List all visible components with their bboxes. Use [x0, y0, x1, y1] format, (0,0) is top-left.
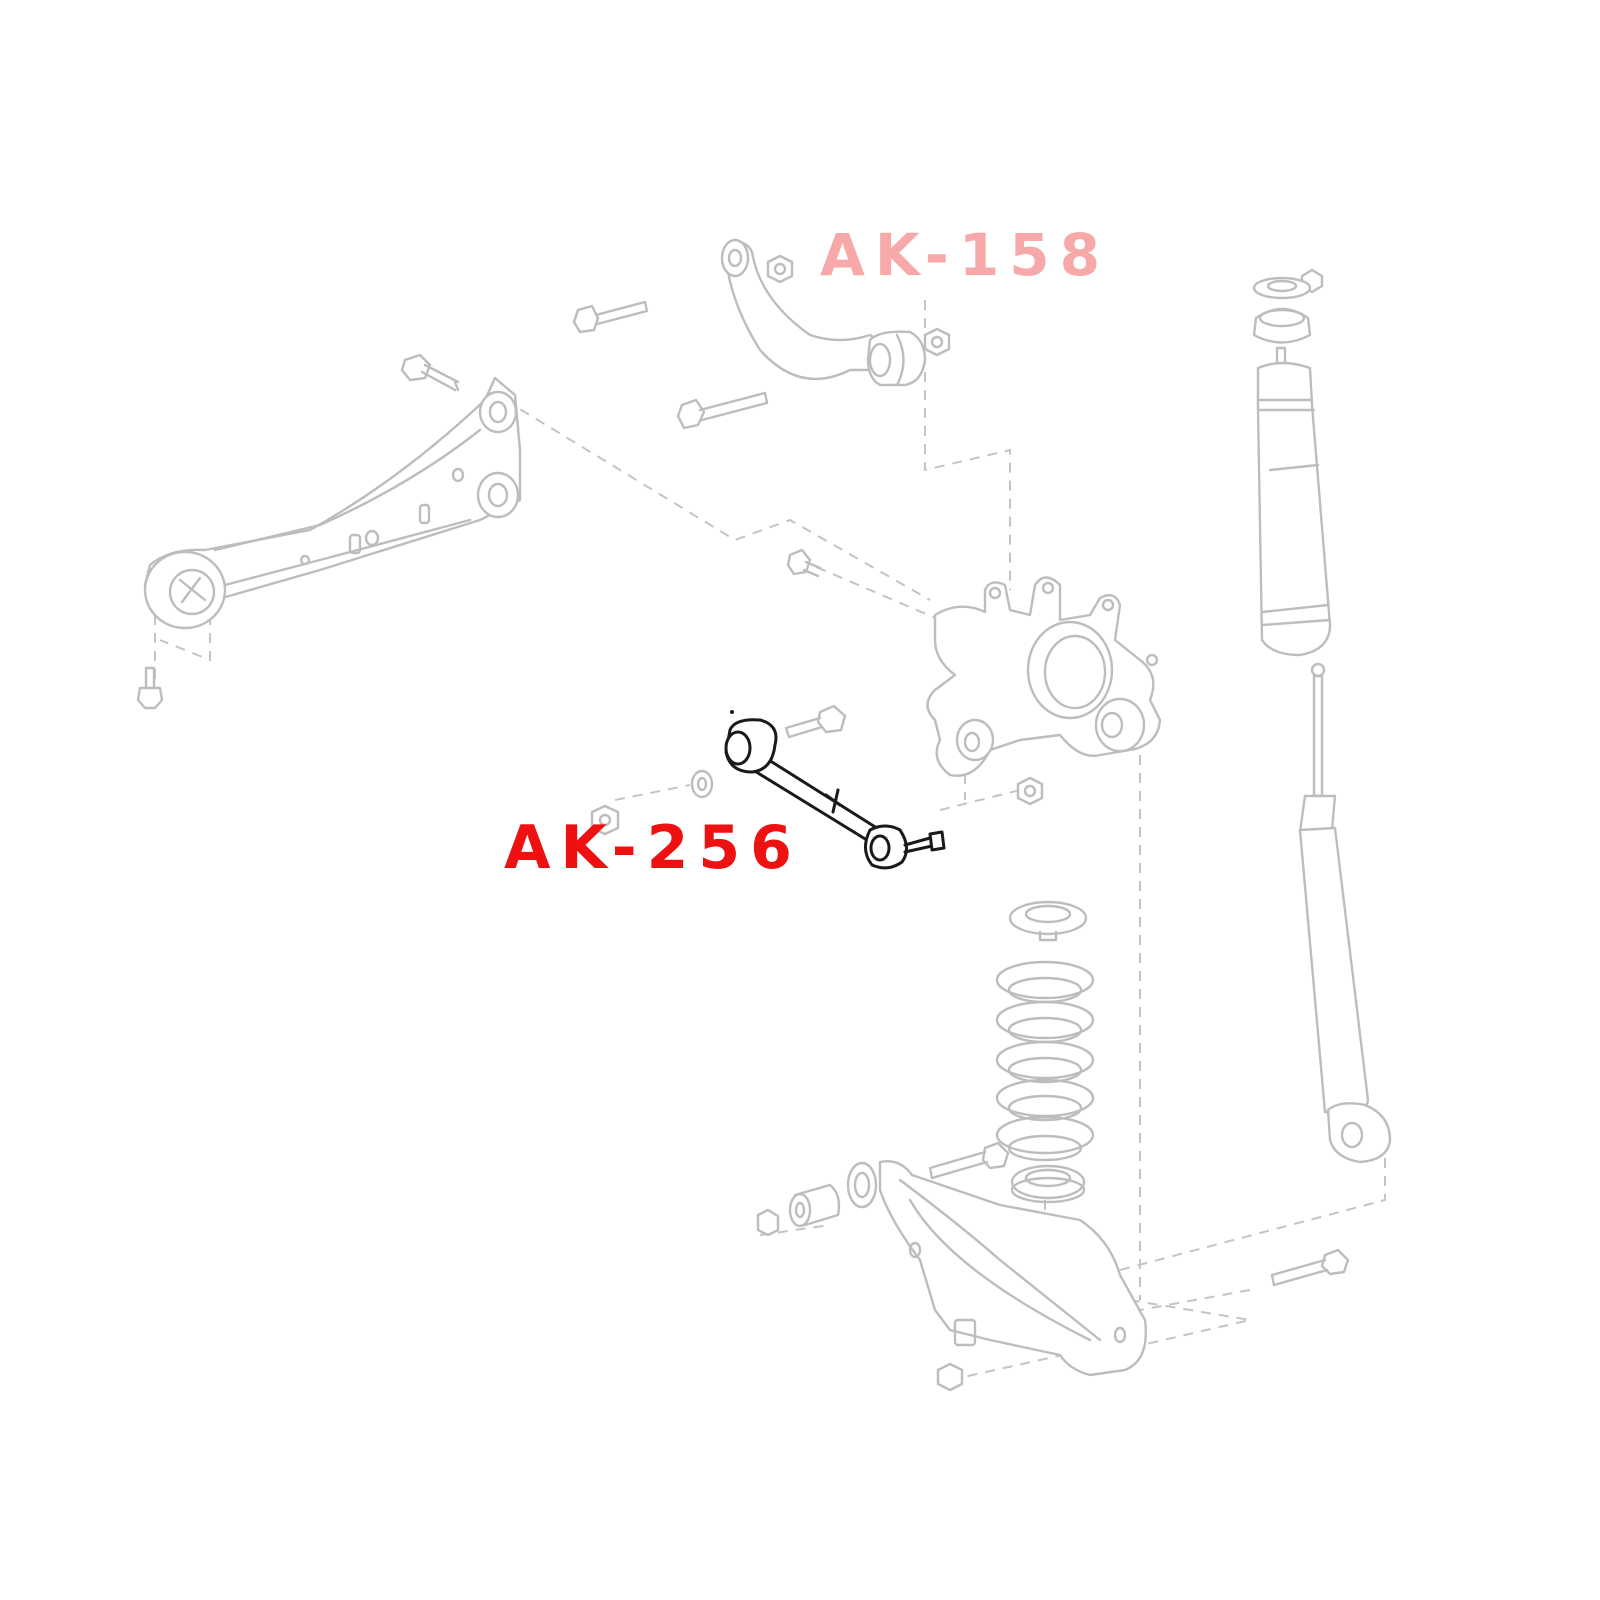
part-label-ak158: AK-158	[820, 221, 1110, 289]
camber-arm-bolt-lower	[676, 391, 769, 430]
toe-arm-nut-right	[1016, 776, 1044, 806]
toe-arm-bolt	[784, 704, 847, 739]
upper-mount-washer	[1252, 276, 1312, 300]
camber-arm-nut-right	[923, 327, 951, 357]
trailing-arm-bolt	[400, 353, 460, 392]
trailing-arm	[143, 376, 522, 630]
knuckle	[926, 576, 1162, 777]
lca-bolt-upper	[928, 1141, 1010, 1180]
upper-strut-mount	[1252, 307, 1312, 344]
camber-arm-bolt-upper	[572, 300, 649, 334]
shock-absorber	[1298, 662, 1392, 1164]
lca-bolt-right	[1270, 1248, 1350, 1287]
lca-nut-bottom	[936, 1362, 964, 1392]
assembly-guide-lines	[154, 300, 1386, 1381]
dust-boot	[1256, 346, 1332, 657]
toe-arm-washer	[690, 769, 714, 799]
toe-arm-nut-left	[590, 804, 620, 836]
upper-camber-arm	[720, 238, 927, 387]
lca-nut	[756, 1208, 780, 1237]
trailing-arm-lower-bolt	[136, 666, 164, 710]
camber-arm-nut-top	[766, 254, 794, 284]
coil-spring	[995, 960, 1095, 1162]
part-label-ak256: AK-256	[504, 813, 802, 883]
knuckle-bolt	[786, 548, 822, 578]
lower-control-arm	[846, 1160, 1147, 1377]
toe-arm	[724, 710, 946, 870]
lca-bushing	[788, 1183, 841, 1228]
upper-spring-seat	[1008, 900, 1088, 942]
lower-spring-seat	[1010, 1164, 1086, 1204]
